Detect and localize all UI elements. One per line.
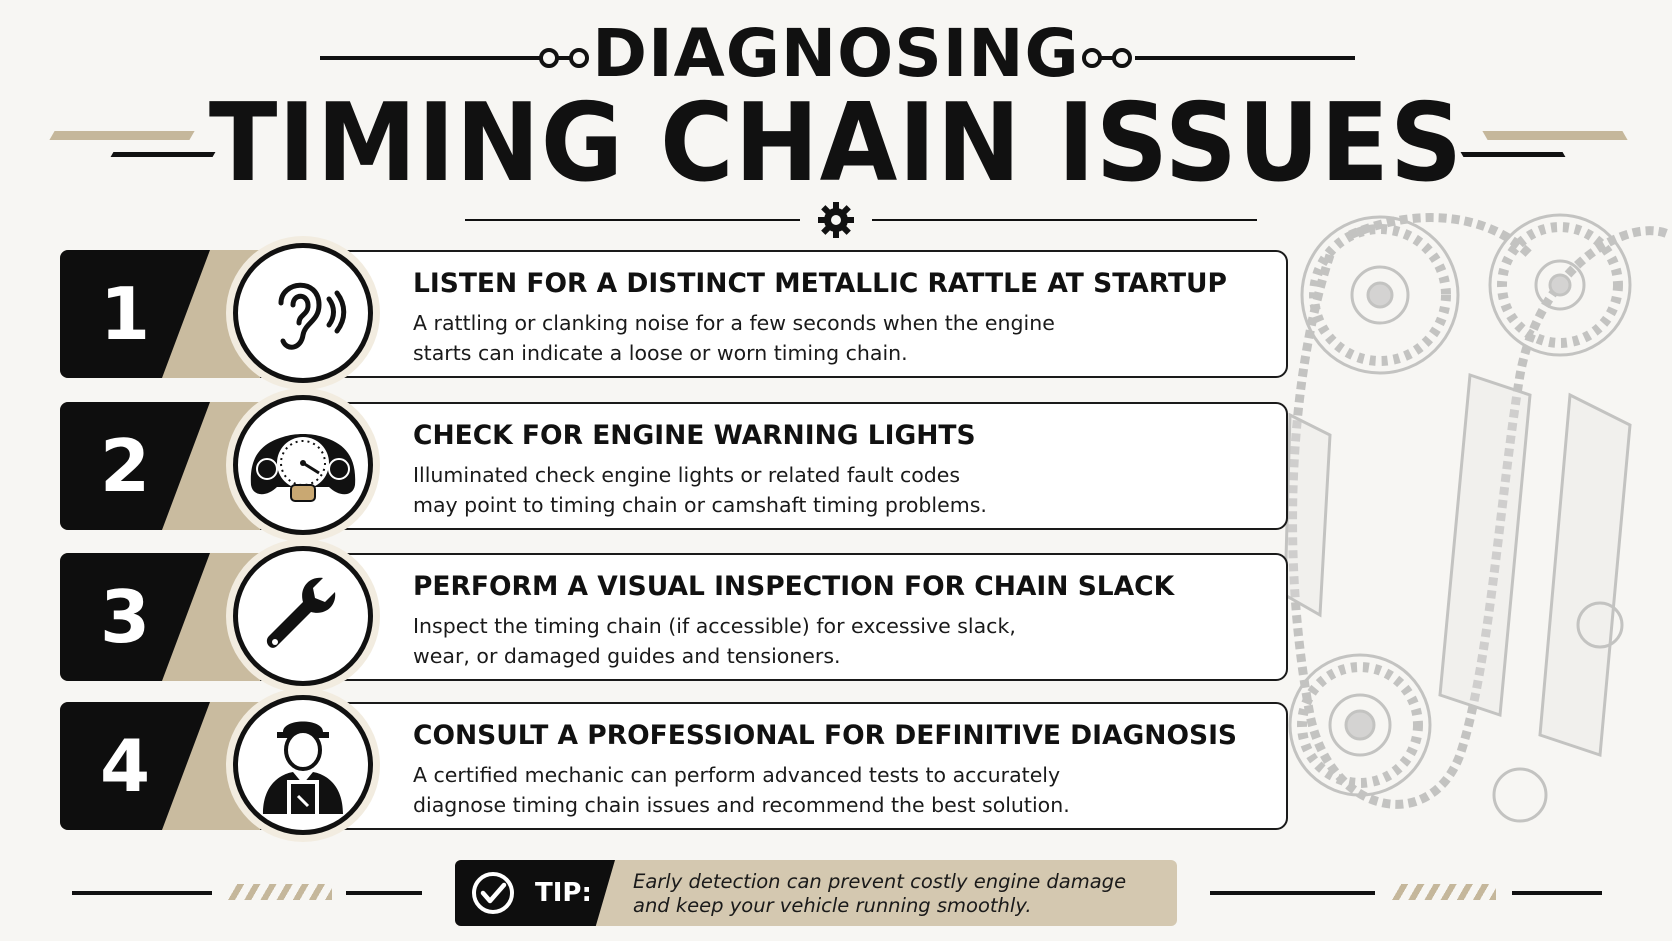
header-accent-left-black [110,152,216,157]
footer-line-right [1512,891,1602,895]
header-divider-right [1135,56,1355,60]
step-description: Illuminated check engine lights or relat… [413,463,987,517]
gauge-icon-badge [233,395,373,535]
tip-label: TIP: [535,878,592,908]
step-card [230,553,1288,681]
wrench-icon [266,577,336,648]
step-number: 3 [99,575,151,659]
header-accent-right-tan [1482,131,1628,140]
step-1: 1 LISTEN FOR A DISTINCT METALLIC RATTLE … [60,236,1290,390]
engine-illustration [1283,213,1672,823]
step-heading: PERFORM A VISUAL INSPECTION FOR CHAIN SL… [413,571,1175,602]
mechanic-icon [263,721,343,814]
gear-icon [818,202,854,238]
step-heading: LISTEN FOR A DISTINCT METALLIC RATTLE AT… [413,268,1227,299]
step-description: A rattling or clanking noise for a few s… [413,311,1055,365]
ear-icon-badge [233,243,373,383]
step-description: Inspect the timing chain (if accessible)… [413,614,1016,668]
footer-line-left-short [346,891,422,895]
mechanic-icon-badge [233,695,373,835]
page-subtitle: DIAGNOSING [592,15,1080,92]
step-card [230,250,1288,378]
chain-link-right-icon [1082,48,1132,68]
footer-line-left [72,891,212,895]
tip-banner: TIP: Early detection can prevent costly … [455,860,1177,926]
step-number: 2 [99,424,151,508]
footer-hatch-left [228,884,332,900]
header-accent-left-tan [49,131,195,140]
step-number: 4 [99,724,151,808]
step-number: 1 [99,272,151,356]
page-title: TIMING CHAIN ISSUES [208,81,1464,206]
step-card [230,702,1288,830]
step-3: 3 PERFORM A VISUAL INSPECTION FOR CHAIN … [60,539,1290,693]
header-accent-right-black [1460,152,1566,157]
checkmark-circle-icon [472,872,514,914]
step-heading: CHECK FOR ENGINE WARNING LIGHTS [413,420,976,451]
step-description: A certified mechanic can perform advance… [413,763,1070,817]
footer-hatch-right [1392,884,1496,900]
title-underline-right [872,219,1257,221]
tip-text: Early detection can prevent costly engin… [633,870,1127,917]
step-number-block: 4 [60,702,260,830]
wrench-icon-badge [233,546,373,686]
footer-line-right-short [1210,891,1375,895]
step-card [230,402,1288,530]
chain-link-left-icon [539,48,589,68]
ear-icon [278,282,347,350]
dashboard-gauge-icon [250,434,356,502]
step-4: 4 CONSULT A PROFESSIONAL FOR DEFINITIVE … [60,688,1290,842]
header-divider-left [320,56,540,60]
step-number-block: 3 [60,553,260,681]
title-underline-left [465,219,800,221]
step-heading: CONSULT A PROFESSIONAL FOR DEFINITIVE DI… [413,720,1238,751]
step-2: 2 CHECK FOR ENGINE WARNING LIGHTS Illumi… [60,388,1290,542]
